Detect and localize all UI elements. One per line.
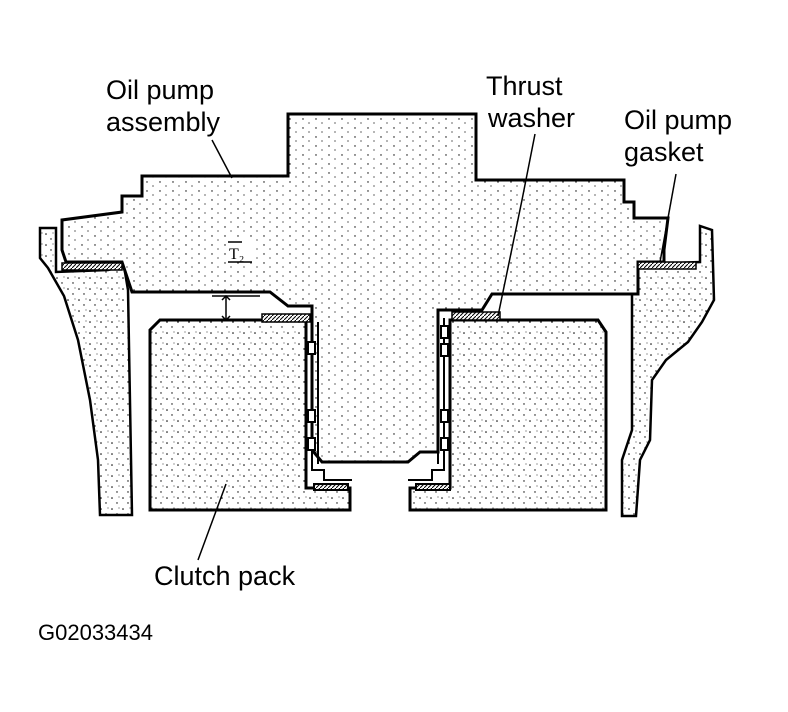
label-oil-pump-assembly-line2: assembly: [106, 107, 221, 137]
left-oil-pump-gasket: [61, 262, 123, 271]
left-housing-wall: [38, 226, 134, 517]
dimension-mark-text: T₂: [229, 246, 244, 263]
figure-id: G02033434: [38, 620, 153, 645]
right-oil-pump-gasket: [637, 261, 697, 270]
right-clutch-pack: [408, 318, 608, 512]
right-thrust-washer: [451, 311, 501, 321]
label-oil-pump-gasket: Oil pump gasket: [624, 104, 732, 168]
label-oil-pump-assembly: Oil pump assembly: [106, 74, 220, 138]
left-clutch-pack: [148, 318, 352, 512]
clearance-dimension: [212, 294, 260, 322]
dimension-symbol: T₂: [226, 238, 252, 263]
oil-pump-body: [60, 112, 670, 464]
label-oil-pump-gasket-line1: Oil pump: [624, 105, 733, 135]
inner-drum-right: [408, 318, 451, 491]
label-thrust-washer: Thrust washer: [486, 70, 575, 134]
leader-oil-pump-assembly: [211, 139, 233, 179]
leader-thrust-washer: [497, 133, 536, 317]
label-clutch-pack: Clutch pack: [154, 561, 296, 591]
label-thrust-washer-line1: Thrust: [486, 71, 563, 101]
label-thrust-washer-line2: washer: [488, 103, 576, 133]
label-oil-pump-gasket-line2: gasket: [624, 137, 704, 167]
inner-drum-left: [307, 320, 352, 491]
label-oil-pump-assembly-line1: Oil pump: [106, 75, 215, 105]
leader-lines: [197, 133, 677, 561]
right-housing-wall: [620, 224, 716, 518]
left-thrust-washer: [261, 313, 311, 323]
leader-clutch-pack: [197, 483, 227, 561]
leader-oil-pump-gasket: [659, 173, 677, 263]
